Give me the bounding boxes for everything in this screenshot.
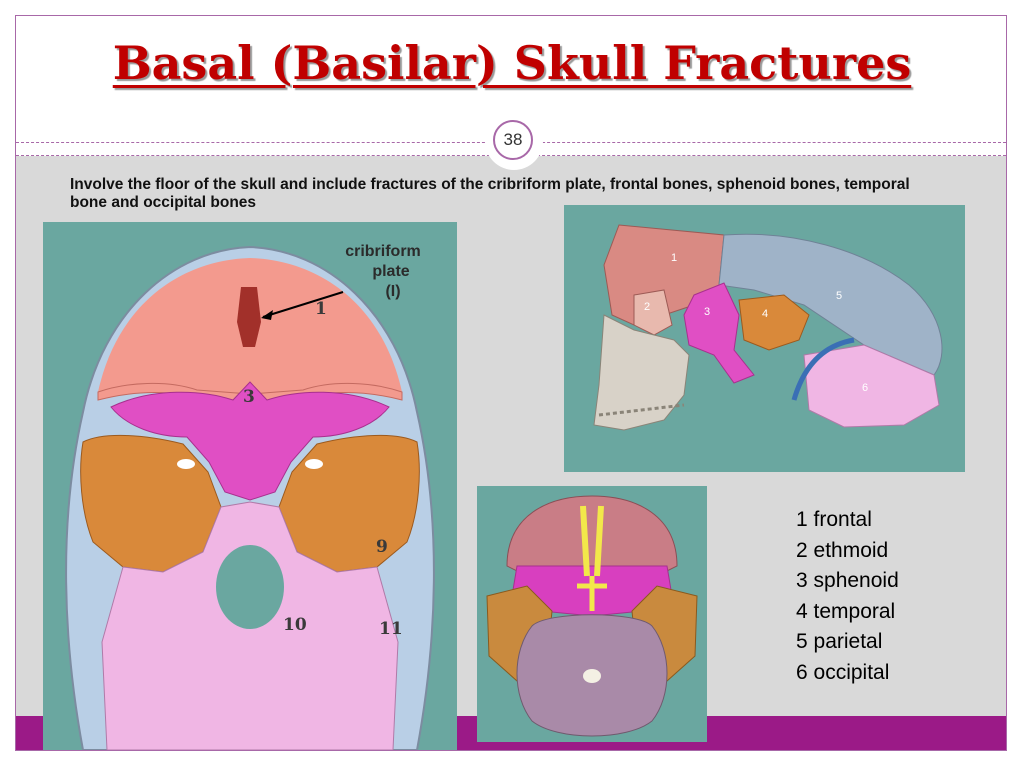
label-3: 3: [243, 387, 255, 407]
slide-title: Basal (Basilar) Skull Fractures: [112, 36, 912, 90]
lateral-label-5: 5: [836, 290, 842, 302]
skull-base-drawing: cribriform plate (I) 1 3 9 10 11: [65, 243, 435, 750]
callout-line-1: cribriform: [345, 243, 421, 260]
slide-number: 38: [493, 120, 533, 160]
legend-item: 6 occipital: [796, 660, 890, 684]
label-11: 11: [379, 619, 403, 639]
lateral-label-3: 3: [704, 306, 710, 318]
legend-item: 4 temporal: [796, 599, 896, 623]
brain-underside-drawing: [486, 495, 698, 737]
lateral-skull-figure: 1 2 3 4 5 6: [564, 205, 965, 472]
callout-line-3: (I): [385, 283, 400, 300]
label-10: 10: [283, 615, 307, 635]
lateral-skull-drawing: 1 2 3 4 5 6: [593, 224, 943, 431]
lateral-label-4: 4: [762, 308, 768, 320]
lateral-label-1: 1: [671, 252, 677, 264]
legend-item: 5 parietal: [796, 630, 883, 653]
intro-text: Involve the floor of the skull and inclu…: [70, 176, 910, 211]
skull-base-figure: cribriform plate (I) 1 3 9 10 11: [43, 222, 457, 750]
label-1: 1: [315, 299, 327, 319]
legend-item: 3 sphenoid: [796, 569, 899, 592]
callout-line-2: plate: [372, 263, 409, 280]
lateral-label-6: 6: [862, 382, 868, 394]
brain-underside-figure: [477, 486, 707, 742]
label-9: 9: [376, 537, 388, 557]
lateral-label-2: 2: [644, 301, 650, 313]
bone-legend: 1 frontal 2 ethmoid 3 sphenoid 4 tempora…: [796, 505, 899, 688]
legend-item: 1 frontal: [796, 508, 872, 531]
slide-frame: [15, 15, 1007, 751]
legend-item: 2 ethmoid: [796, 538, 889, 562]
